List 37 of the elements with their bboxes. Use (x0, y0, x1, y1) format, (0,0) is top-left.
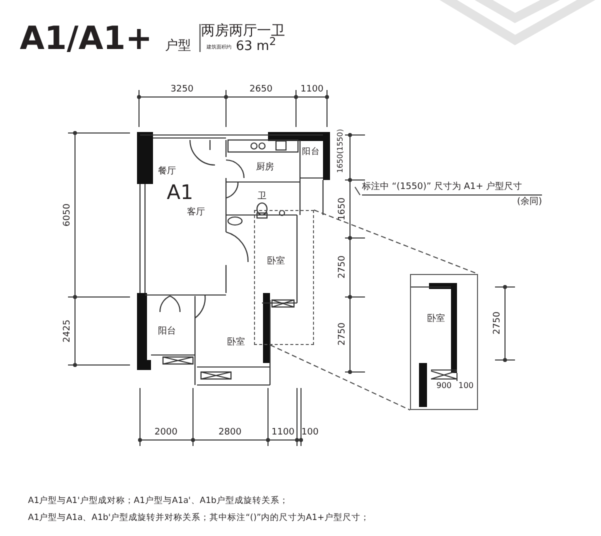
room-label: 卧室 (227, 338, 245, 348)
dimension-label: 1100 (272, 428, 294, 438)
room-label: 厨房 (256, 164, 274, 172)
note-text: A1户型与A1a、A1b'户型成旋转并对称关系；其中标注“()”内的尺寸为A1+户型尺寸； (28, 514, 370, 522)
dimension-label: 2750 (338, 322, 348, 346)
room-label: 客厅 (187, 208, 205, 218)
dimension-label: 2650 (250, 86, 272, 94)
dimension-label: 1100 (300, 86, 324, 94)
room-label: 卫 (258, 192, 266, 202)
dimension-label: 900 (436, 382, 452, 390)
note-text: A1户型与A1'户型成对称；A1户型与A1a'、A1b户型成旋转关系； (28, 497, 288, 506)
room-label: 阳台 (158, 328, 176, 336)
dimension-label: 3250 (170, 86, 194, 94)
dimension-label: 100 (301, 428, 319, 438)
unit-label: A1 (166, 182, 194, 202)
room-label: 阳台 (302, 148, 320, 156)
dimension-label: 100 (458, 382, 474, 390)
dimension-label: 6050 (64, 204, 72, 226)
dimension-label: 2750 (338, 256, 348, 278)
plan-title: A1/A1+ (20, 22, 152, 54)
room-label: 卧室 (267, 258, 285, 266)
area-value: 63 m$^{2}$ (236, 36, 276, 54)
dimension-label: 1650 (338, 198, 348, 220)
room-label: 卧室 (427, 315, 446, 324)
leader-line (354, 186, 360, 196)
dimension-label: 2750 (494, 312, 502, 334)
dimension-label: 2800 (218, 428, 242, 438)
dashed-connector (270, 344, 410, 410)
inset-panel (410, 274, 478, 410)
dimension-label: 2425 (64, 320, 72, 342)
callout-text: 标注中 “(1550)” 尺寸为 A1+ 户型尺寸 (362, 183, 522, 192)
dashed-outline (254, 210, 314, 345)
layout-label: 两房两厅一卫 (201, 24, 285, 38)
callout-text: (余同) (516, 198, 542, 207)
type-label: 户型 (165, 40, 191, 52)
room-label: 餐厅 (158, 168, 176, 176)
dimension-label: 2000 (154, 428, 178, 438)
